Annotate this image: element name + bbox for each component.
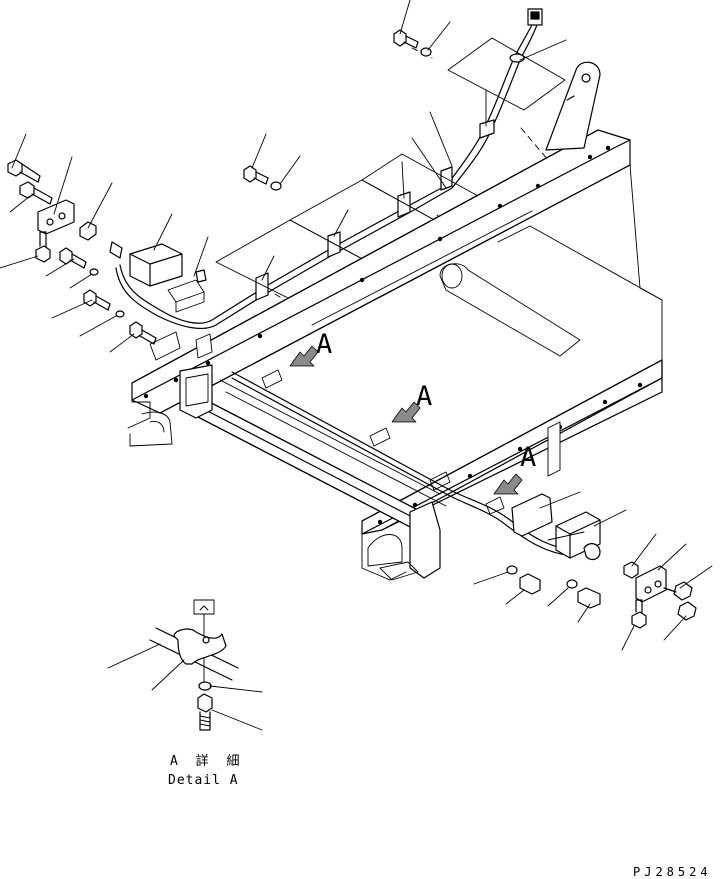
detail-a-view <box>107 599 263 731</box>
washer <box>89 268 99 276</box>
bolt <box>393 29 419 49</box>
bolt <box>19 181 53 205</box>
lower-wire-harness <box>231 371 576 557</box>
callout-a-2: A <box>416 381 432 412</box>
upper-fasteners <box>243 29 432 191</box>
harness-clamps <box>255 119 495 301</box>
washer <box>506 565 518 575</box>
washer <box>420 47 432 57</box>
bolt <box>243 165 269 185</box>
bolt <box>631 599 647 629</box>
left-switch-assembly <box>37 199 213 361</box>
drawing-code: PJ28524 <box>633 865 712 879</box>
left-fasteners <box>7 159 157 345</box>
detail-title: A 詳 細 <box>170 753 244 769</box>
washer <box>115 310 125 318</box>
frame-rails <box>127 61 663 581</box>
bolt <box>7 159 41 183</box>
callout-a-1: A <box>316 329 332 360</box>
bolt <box>83 289 111 311</box>
detail-subtitle: Detail A <box>168 773 239 788</box>
bolt <box>577 587 601 609</box>
washer <box>566 579 578 589</box>
callout-a-3: A <box>520 442 536 473</box>
washer <box>270 181 282 191</box>
leader-lines <box>0 0 713 651</box>
right-switch-assembly <box>511 493 667 603</box>
bolt <box>519 573 541 595</box>
bolt <box>35 231 51 263</box>
bolt <box>129 321 157 345</box>
bolt <box>663 581 693 601</box>
view-direction-arrows <box>289 345 523 495</box>
right-fasteners <box>506 565 697 629</box>
bolt <box>677 601 697 621</box>
